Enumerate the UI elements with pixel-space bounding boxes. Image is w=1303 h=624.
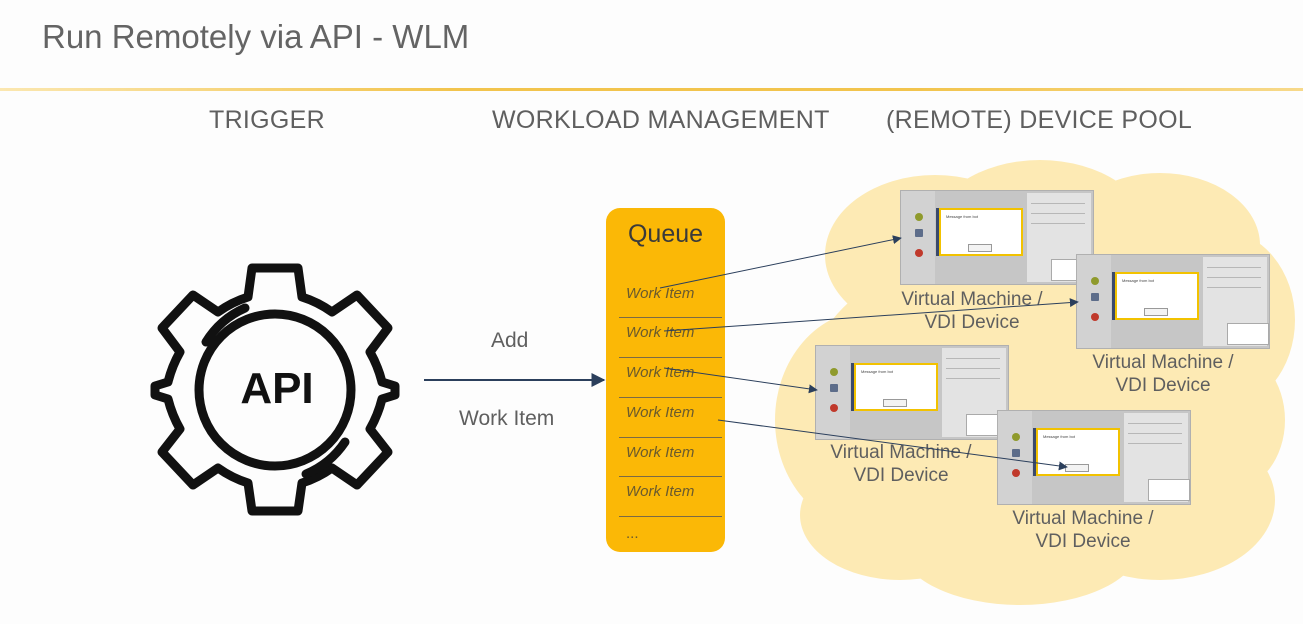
dispatch-arrow-3	[663, 367, 818, 394]
device-label-line1: Virtual Machine /	[1092, 352, 1234, 373]
queue-item: Work Item	[626, 324, 695, 341]
api-icon-label: API	[240, 364, 314, 413]
queue-item: Work Item	[626, 483, 695, 500]
queue-item-ellipsis: ...	[626, 525, 639, 542]
slide-title: Run Remotely via API - WLM	[42, 18, 470, 55]
queue-item: Work Item	[626, 364, 695, 381]
api-gear-icon	[150, 263, 400, 516]
device-label: Virtual Machine / VDI Device	[806, 441, 996, 487]
dispatch-arrow-1	[659, 235, 902, 289]
device-label-line2: VDI Device	[1035, 531, 1131, 552]
title-underline	[0, 88, 1303, 91]
queue-divider	[619, 317, 722, 318]
column-header-workload: WORKLOAD MANAGEMENT	[492, 106, 830, 134]
column-header-trigger: TRIGGER	[209, 106, 325, 134]
device-label-line2: VDI Device	[924, 312, 1020, 333]
add-label: Add	[491, 329, 529, 352]
queue-title: Queue	[627, 220, 704, 248]
dispatch-arrow-4	[717, 419, 1068, 471]
dispatch-arrow-2	[663, 298, 1079, 332]
device-label-line2: VDI Device	[853, 465, 949, 486]
device-label-line1: Virtual Machine /	[1012, 508, 1154, 529]
device-label: Virtual Machine / VDI Device	[988, 507, 1178, 553]
column-header-pool: (REMOTE) DEVICE POOL	[886, 106, 1193, 134]
vm-screenshot: Message from bot	[815, 345, 1009, 440]
queue-divider	[619, 437, 722, 438]
vm-screenshot: Message from bot	[1076, 254, 1270, 349]
queue-item: Work Item	[626, 404, 695, 421]
device-label-line2: VDI Device	[1115, 375, 1211, 396]
queue-divider	[619, 357, 722, 358]
queue-item: Work Item	[626, 444, 695, 461]
queue-divider	[619, 397, 722, 398]
device-label: Virtual Machine / VDI Device	[877, 288, 1067, 334]
device-label-line1: Virtual Machine /	[830, 442, 972, 463]
vm-screenshot: Message from bot	[997, 410, 1191, 505]
work-item-label: Work Item	[459, 407, 555, 430]
device-label-line1: Virtual Machine /	[901, 289, 1043, 310]
device-label: Virtual Machine / VDI Device	[1068, 351, 1258, 397]
queue-divider	[619, 516, 722, 517]
queue-divider	[619, 476, 722, 477]
queue-item: Work Item	[626, 285, 695, 302]
queue-container: Queue Work Item Work Item Work Item Work…	[606, 208, 725, 552]
